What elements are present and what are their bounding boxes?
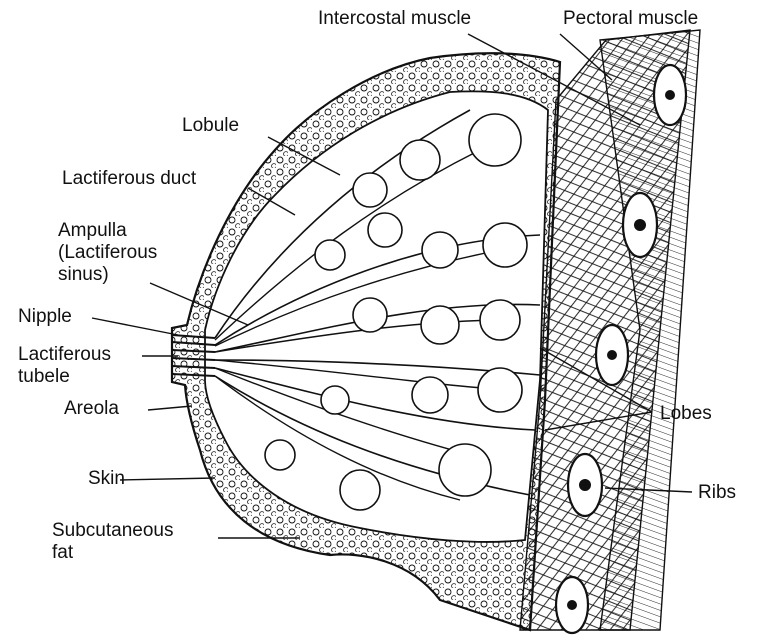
lobule bbox=[482, 222, 528, 268]
lobule bbox=[421, 231, 459, 269]
lobule bbox=[468, 113, 522, 167]
lobule bbox=[264, 439, 296, 471]
label-ribs: Ribs bbox=[698, 482, 737, 503]
lobule bbox=[477, 367, 523, 413]
lactiferous-tubules bbox=[171, 334, 216, 377]
lobule bbox=[420, 305, 460, 345]
lobule bbox=[438, 443, 492, 497]
label-subcutaneous-fat: Subcutaneous fat bbox=[52, 520, 174, 563]
lobule bbox=[314, 239, 346, 271]
pectoral-muscle-region bbox=[599, 29, 701, 631]
lobule bbox=[352, 297, 388, 333]
lobule bbox=[339, 469, 381, 511]
label-lactiferous-duct: Lactiferous duct bbox=[62, 168, 197, 189]
lobules bbox=[264, 113, 528, 511]
label-intercostal-muscle: Intercostal muscle bbox=[318, 8, 472, 29]
leader-lines bbox=[91, 33, 693, 539]
label-skin: Skin bbox=[88, 468, 125, 489]
lobule bbox=[479, 299, 521, 341]
label-pectoral-muscle: Pectoral muscle bbox=[563, 8, 699, 29]
label-ampulla: Ampulla (Lactiferous sinus) bbox=[58, 220, 158, 285]
lobule bbox=[367, 212, 403, 248]
label-lactiferous-tubele: Lactiferous tubele bbox=[18, 344, 111, 387]
lobule bbox=[411, 376, 449, 414]
label-lobes: Lobes bbox=[660, 403, 712, 424]
label-areola: Areola bbox=[64, 398, 119, 419]
label-lobule: Lobule bbox=[182, 115, 240, 136]
label-nipple: Nipple bbox=[18, 306, 72, 327]
lobule bbox=[320, 385, 350, 415]
lobule bbox=[352, 172, 388, 208]
lobule bbox=[399, 139, 441, 181]
